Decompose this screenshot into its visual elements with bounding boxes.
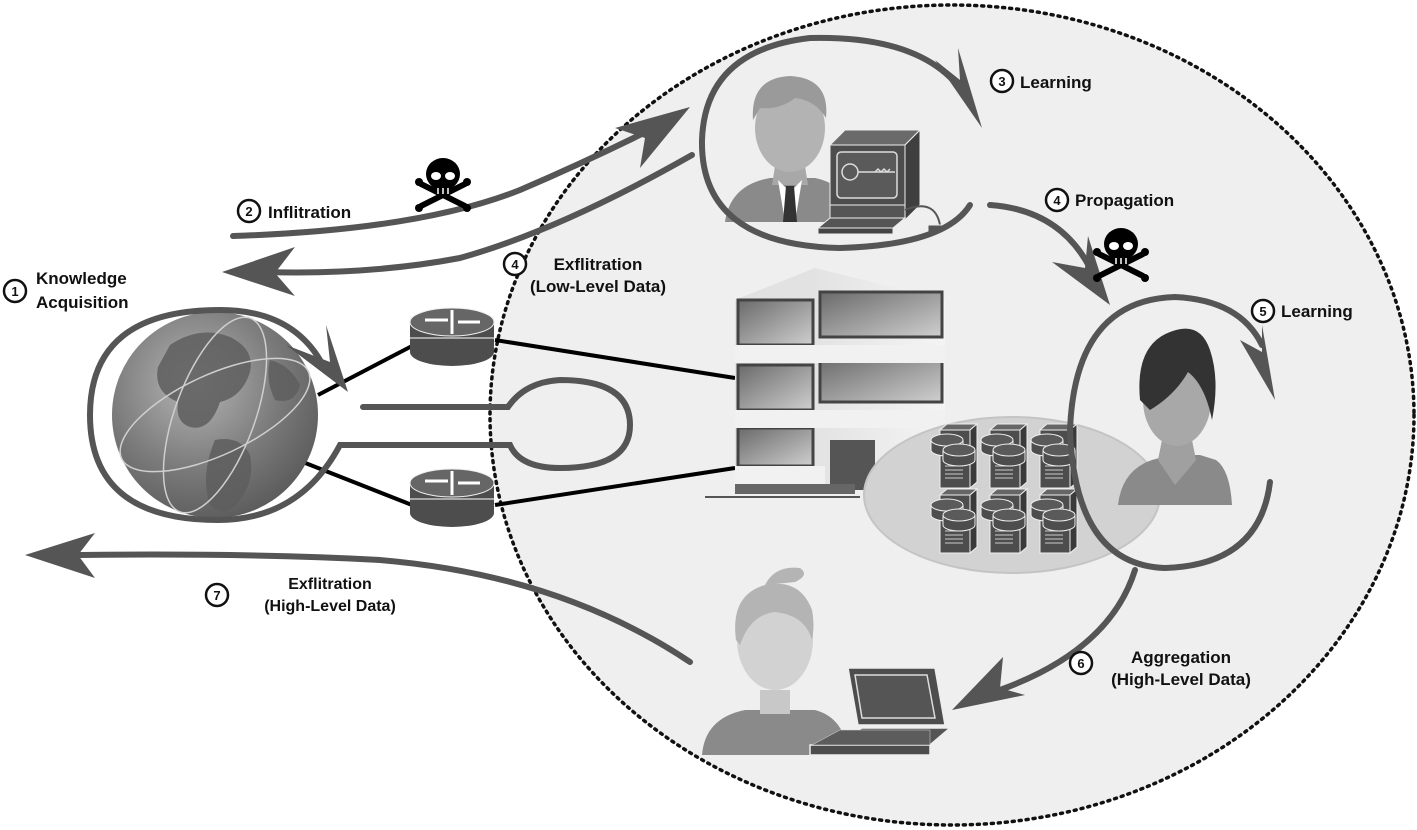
skull-crossbones-icon [415, 158, 471, 212]
step-number-badge [236, 198, 262, 224]
step-number: 4 [1053, 193, 1061, 208]
exfiltration-low-level-arrowhead [222, 247, 295, 296]
laptop-icon [809, 667, 953, 756]
office-building-icon [705, 268, 945, 498]
step-label-text: (Low-Level Data) [530, 277, 666, 296]
exfiltration-high-level-arrow [77, 551, 693, 665]
infiltration-arrow [230, 122, 663, 239]
male-user-icon [702, 567, 848, 755]
step-label-text: Learning [1281, 302, 1353, 321]
step-label-aggregation-high-level: 6 Aggregation (High-Level Data) [1068, 648, 1251, 689]
link-globe-router-top [317, 344, 413, 397]
step-label-infiltration: 2 Inflitration [236, 198, 351, 224]
step-number-badge [989, 68, 1015, 94]
step-number-badge [502, 251, 528, 277]
aggregation-arrow [997, 567, 1138, 693]
step-number-badge [204, 582, 230, 608]
step-label-learning-admin: 5 Learning [1250, 298, 1353, 324]
learning-loop-arrow-employee [698, 34, 973, 252]
step-number-badge [1044, 187, 1070, 213]
key-icon [841, 163, 895, 181]
step-label-text: (High-Level Data) [264, 598, 396, 615]
admin-node [1066, 293, 1275, 572]
step-number-badge [1068, 650, 1094, 676]
server-rack [980, 487, 1029, 555]
step-label-text: Aggregation [1131, 648, 1231, 667]
step-number: 2 [245, 204, 252, 219]
step-label-propagation: 4 Propagation [1044, 187, 1174, 213]
internet-node [112, 312, 318, 518]
step-label-text: Inflitration [268, 203, 351, 222]
exfiltration-high-level-arrowhead [25, 533, 95, 578]
step-number: 5 [1259, 304, 1266, 319]
learning-loop-arrow-admin [1066, 293, 1273, 572]
step-number: 3 [998, 74, 1005, 89]
step-label-text: Knowledge [36, 269, 127, 288]
step-label-text: Acquisition [36, 293, 129, 312]
server-cluster-icon [930, 422, 1079, 555]
knowledge-acquisition-arrowhead [286, 325, 348, 392]
analyst-node [702, 567, 953, 756]
router-bottom [409, 468, 495, 527]
propagation-arrowhead [1052, 236, 1110, 305]
infiltration-arrowhead [615, 107, 690, 168]
exfiltration-low-level-arrow [262, 152, 695, 276]
skull-crossbones-icon [1093, 228, 1149, 282]
link-router-bottom-building [494, 466, 736, 507]
aggregation-arrowhead [952, 657, 1025, 710]
step-label-text: Exflitration [288, 576, 372, 593]
server-rack [930, 422, 979, 490]
step-number: 4 [511, 257, 519, 272]
link-globe-router-bottom [284, 453, 413, 507]
learning-arrowhead-employee [935, 48, 982, 128]
propagation-arrow [987, 202, 1093, 271]
server-rack [930, 487, 979, 555]
step-label-text: Learning [1020, 73, 1092, 92]
step-number: 7 [213, 588, 220, 603]
network-links [284, 338, 736, 507]
step-label-text: Propagation [1075, 191, 1174, 210]
step-number: 6 [1077, 656, 1084, 671]
step-label-exfiltration-high-level: 7 Exflitration (High-Level Data) [204, 576, 396, 615]
locked-workstation-icon [816, 128, 943, 235]
learning-arrowhead-admin [1240, 325, 1275, 400]
male-employee-icon [725, 76, 855, 222]
step-number-badge [1250, 298, 1276, 324]
step-number-badge [2, 278, 28, 304]
link-router-top-building [494, 338, 736, 380]
employee-node [698, 34, 982, 252]
server-rack [980, 422, 1029, 490]
step-label-learning-employee: 3 Learning [989, 68, 1092, 94]
router-top [409, 307, 495, 366]
step-label-text: (High-Level Data) [1111, 670, 1251, 689]
knowledge-acquisition-loop-arrow [86, 306, 634, 524]
step-number: 1 [11, 284, 18, 299]
server-rack [1030, 487, 1079, 555]
step-label-text: Exflitration [554, 255, 643, 274]
step-label-exfiltration-low-level: 4 Exflitration (Low-Level Data) [502, 251, 666, 296]
female-user-icon [1118, 328, 1232, 505]
